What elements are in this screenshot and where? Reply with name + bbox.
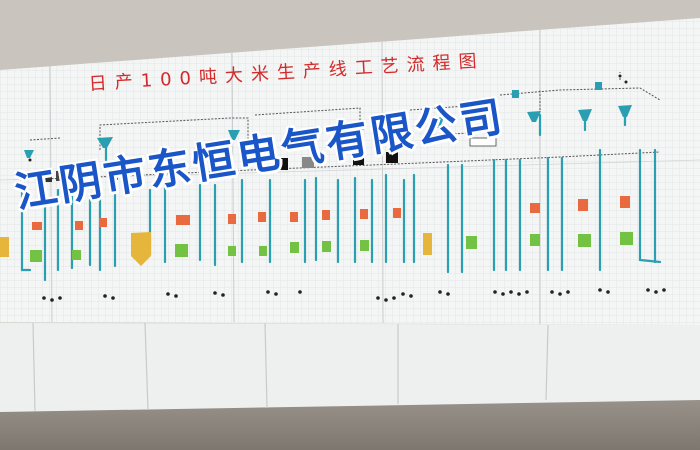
board-panel-seam-3 bbox=[381, 41, 384, 324]
silo-box bbox=[42, 172, 52, 182]
green-machine bbox=[530, 234, 540, 246]
cyclone-icon bbox=[527, 111, 541, 122]
orange-machine bbox=[228, 214, 236, 224]
green-machine bbox=[620, 232, 633, 245]
hopper-icon bbox=[595, 82, 602, 90]
orange-machine bbox=[530, 203, 540, 213]
yellow-bin bbox=[423, 233, 432, 255]
control-box bbox=[469, 137, 497, 147]
orange-machine bbox=[258, 212, 266, 222]
cyclone-icon bbox=[353, 122, 367, 133]
green-machine bbox=[72, 250, 81, 260]
orange-machine bbox=[393, 208, 401, 218]
orange-machine bbox=[290, 212, 298, 222]
cabinet-seam-2 bbox=[264, 322, 268, 409]
yellow-bin bbox=[0, 237, 9, 257]
orange-machine bbox=[99, 218, 107, 227]
cyclone-icon bbox=[618, 105, 632, 117]
machines bbox=[0, 196, 633, 266]
green-machine bbox=[466, 236, 477, 249]
green-machine bbox=[30, 250, 42, 262]
cyclone-icon bbox=[578, 109, 592, 121]
cyclone-icon bbox=[432, 117, 444, 128]
silo-box bbox=[276, 158, 288, 170]
cabinet-seam-4 bbox=[545, 324, 549, 401]
silo-box bbox=[108, 169, 118, 180]
yellow-bin bbox=[131, 232, 151, 266]
orange-machine bbox=[620, 196, 630, 208]
board-panel-seam-1 bbox=[49, 65, 53, 323]
green-machine bbox=[578, 234, 591, 247]
cabinet-seam-1 bbox=[144, 322, 149, 411]
silo-box bbox=[56, 171, 66, 181]
silo-box bbox=[222, 162, 232, 173]
orange-machine bbox=[360, 209, 368, 219]
cyclones bbox=[24, 82, 632, 158]
silo-box bbox=[386, 152, 398, 163]
orange-machine bbox=[75, 221, 83, 230]
silo-box bbox=[302, 157, 314, 168]
green-machine bbox=[360, 240, 369, 251]
cyclone-icon bbox=[97, 137, 113, 148]
green-machine bbox=[228, 246, 236, 256]
cyclone-icon bbox=[228, 130, 240, 140]
green-machine bbox=[259, 246, 267, 256]
cyclone-icon bbox=[24, 150, 34, 158]
control-lines bbox=[19, 72, 661, 181]
sensor-dots bbox=[28, 74, 666, 302]
board-panel-seam-2 bbox=[231, 52, 235, 323]
green-machine bbox=[322, 241, 331, 252]
green-machine bbox=[175, 244, 188, 257]
orange-machine bbox=[322, 210, 330, 220]
green-machine bbox=[290, 242, 299, 253]
orange-machine bbox=[32, 222, 42, 230]
lower-cabinet bbox=[0, 323, 700, 412]
orange-machine bbox=[578, 199, 588, 211]
silo-box bbox=[353, 154, 364, 165]
orange-machine bbox=[176, 215, 190, 225]
cabinet-seam-5 bbox=[32, 322, 36, 412]
hopper-icon bbox=[512, 90, 519, 98]
silo-boxes bbox=[42, 152, 398, 182]
